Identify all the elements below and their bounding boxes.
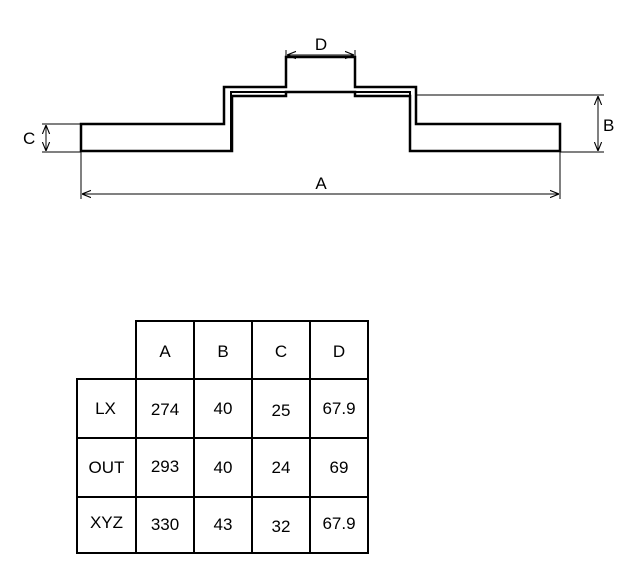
table-cell-xyz-d: 67.9 — [309, 496, 369, 554]
disc-inner-wall-right — [355, 91, 411, 151]
table-cell-lx-b: 40 — [193, 378, 253, 439]
dimension-d-label: D — [315, 35, 327, 54]
row-label-lx: LX — [76, 378, 137, 439]
disc-inner-wall-left — [230, 91, 286, 151]
table-cell-lx-a: 274 — [135, 378, 195, 439]
row-label-out: OUT — [76, 437, 137, 498]
dimension-b-label: B — [603, 116, 614, 135]
table-cell-out-c: 24 — [251, 437, 311, 498]
table-cell-out-a: 293 — [135, 437, 195, 498]
disc-profile-outline — [79, 55, 562, 153]
table-cell-xyz-b: 43 — [193, 496, 253, 554]
column-header-b: B — [193, 320, 253, 380]
table-cell-out-d: 69 — [309, 437, 369, 498]
table-cell-xyz-c: 32 — [251, 496, 311, 554]
table-cell-lx-c: 25 — [251, 378, 311, 439]
brake-disc-profile-diagram: D B C A — [23, 35, 614, 199]
table-cell-xyz-a: 330 — [135, 496, 195, 554]
column-header-d: D — [309, 320, 369, 380]
dimension-a-label: A — [315, 174, 327, 193]
table-cell-out-b: 40 — [193, 437, 253, 498]
row-label-xyz: XYZ — [76, 496, 137, 554]
column-header-a: A — [135, 320, 195, 380]
dimension-c-label: C — [23, 129, 35, 148]
column-header-c: C — [251, 320, 311, 380]
table-cell-lx-d: 67.9 — [309, 378, 369, 439]
